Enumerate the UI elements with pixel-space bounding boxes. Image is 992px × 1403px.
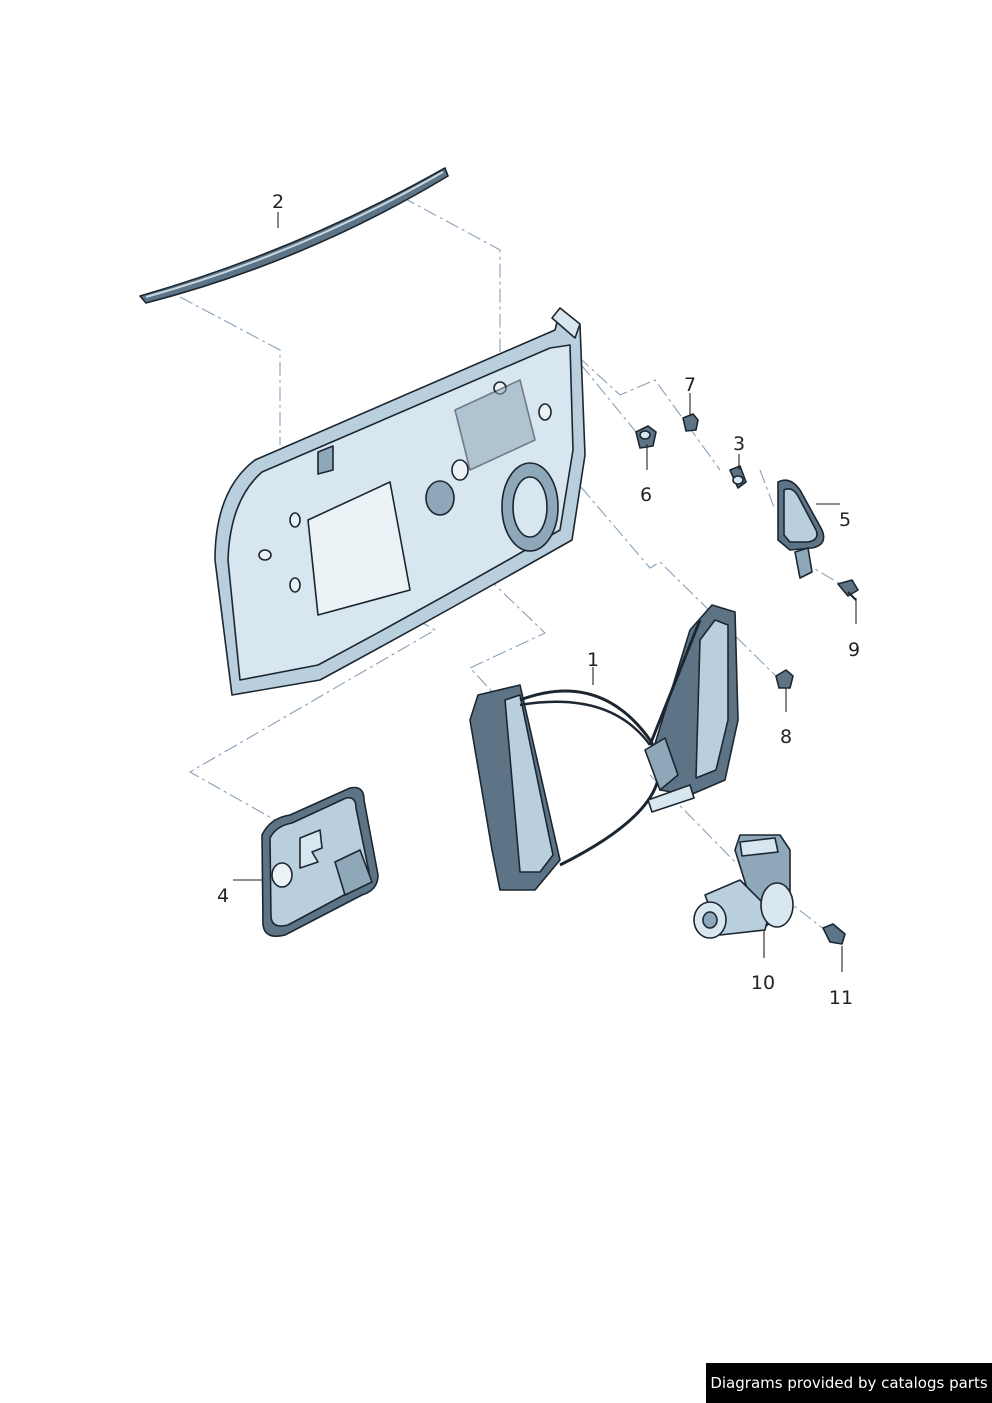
- callout-3: 3: [733, 433, 745, 455]
- screw-11: [822, 923, 846, 945]
- screw-3: [729, 465, 747, 489]
- regulator-motor: [693, 834, 794, 939]
- window-regulator: [469, 604, 739, 891]
- callout-7: 7: [684, 374, 696, 396]
- callout-11: 11: [829, 987, 853, 1009]
- window-seal-strip: [139, 167, 449, 304]
- callout-labels: 1 2 3 4 5 6 7 8 9 10 11: [217, 191, 860, 1009]
- door-shell: [214, 307, 586, 696]
- callout-5: 5: [839, 509, 851, 531]
- cover-panel: [261, 786, 379, 938]
- callout-6: 6: [640, 484, 652, 506]
- attribution-text: Diagrams provided by catalogs parts: [710, 1374, 988, 1392]
- clip-8: [775, 669, 794, 689]
- callout-4: 4: [217, 885, 229, 907]
- screw-9: [837, 579, 859, 601]
- attribution-banner: Diagrams provided by catalogs parts: [706, 1363, 992, 1403]
- callout-10: 10: [751, 972, 775, 994]
- clip-6: [635, 425, 657, 449]
- mirror-triangle-cover: [777, 479, 825, 579]
- callout-8: 8: [780, 726, 792, 748]
- clip-7: [682, 413, 699, 432]
- callout-9: 9: [848, 639, 860, 661]
- callout-2: 2: [272, 191, 284, 213]
- callout-leaders: [233, 212, 857, 972]
- callout-1: 1: [587, 649, 599, 671]
